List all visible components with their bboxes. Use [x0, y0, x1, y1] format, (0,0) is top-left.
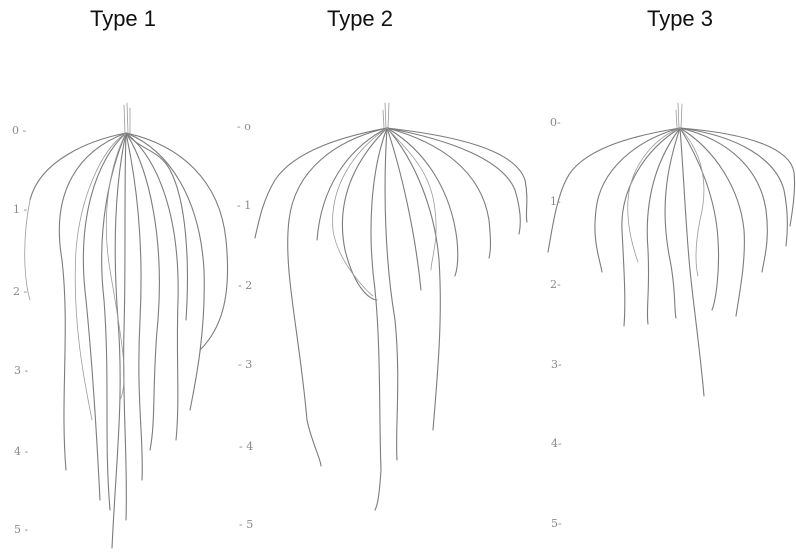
- root-type-3-panel: Type 3 0- 1- 2- 3- 4- 5-: [540, 0, 796, 552]
- root-type-2-panel: Type 2 - o - 1 - 2 - 3 - 4 - 5: [225, 0, 545, 552]
- root-system-drawing: [540, 0, 796, 552]
- root-system-drawing: [225, 0, 545, 552]
